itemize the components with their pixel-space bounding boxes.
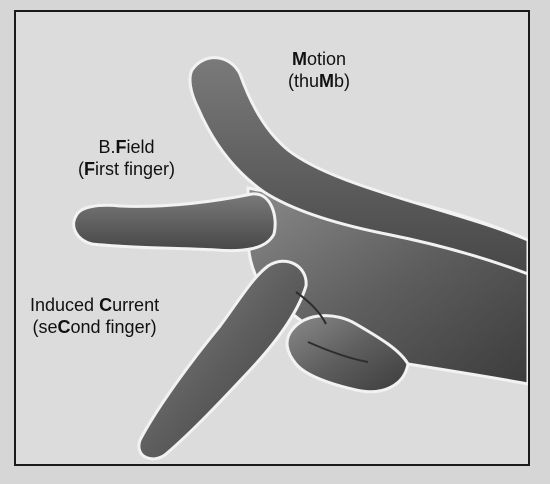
knuckle-crease bbox=[307, 341, 369, 363]
hand-illustration bbox=[72, 56, 528, 461]
current-label-line2: (seCond finger) bbox=[30, 316, 159, 338]
thumb bbox=[188, 56, 528, 276]
label-run: (thu bbox=[288, 71, 320, 91]
label-run: ield bbox=[126, 137, 155, 157]
label-run: B. bbox=[98, 137, 116, 157]
label-run: ond finger) bbox=[70, 317, 157, 337]
diagram-frame: Motion (thuMb) B.Field (First finger) In… bbox=[14, 10, 530, 466]
field-label-line2: (First finger) bbox=[78, 158, 175, 180]
folded-fingers bbox=[285, 314, 410, 394]
label-run: irst finger) bbox=[95, 159, 176, 179]
field-label: B.Field (First finger) bbox=[78, 136, 175, 180]
label-run: otion bbox=[307, 49, 347, 69]
motion-label-line1: Motion bbox=[288, 48, 350, 70]
label-run: urrent bbox=[112, 295, 160, 315]
label-run: Induced bbox=[30, 295, 100, 315]
label-run: C bbox=[99, 295, 113, 315]
motion-label: Motion (thuMb) bbox=[288, 48, 350, 92]
label-run: ( bbox=[78, 159, 84, 179]
current-label-line1: Induced Current bbox=[30, 294, 159, 316]
finger-crease bbox=[295, 291, 327, 325]
first-finger bbox=[72, 192, 277, 253]
motion-label-line2: (thuMb) bbox=[288, 70, 350, 92]
label-run: M bbox=[292, 49, 307, 69]
label-run: F bbox=[115, 137, 127, 157]
label-run: (se bbox=[32, 317, 58, 337]
label-run: b) bbox=[334, 71, 351, 91]
label-run: C bbox=[57, 317, 71, 337]
current-label: Induced Current (seCond finger) bbox=[30, 294, 159, 338]
second-finger bbox=[137, 259, 308, 461]
field-label-line1: B.Field bbox=[78, 136, 175, 158]
label-run: F bbox=[84, 159, 95, 179]
label-run: M bbox=[319, 71, 335, 91]
